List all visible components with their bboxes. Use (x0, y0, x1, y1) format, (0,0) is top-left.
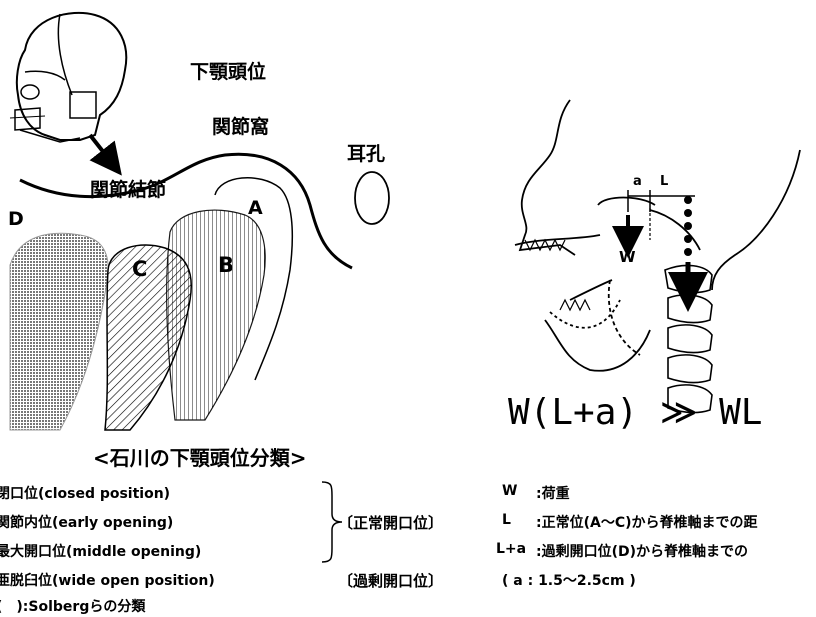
pointer-arrow (90, 135, 112, 163)
label-glenoid-fossa: 関節窩 (212, 115, 269, 138)
label-L: L (660, 174, 668, 189)
label-D: D (8, 208, 24, 230)
legend-text-W: :荷重 (536, 483, 570, 503)
skull-illustration (10, 13, 126, 142)
label-ear-hole: 耳孔 (347, 143, 385, 165)
label-W-small: W (619, 248, 636, 266)
label-C: C (132, 257, 147, 281)
group-normal: 〔正常開口位〕 (338, 512, 443, 533)
label-B: B (218, 253, 234, 277)
condyle-D-shape (10, 233, 108, 430)
position-middle-opening: 最大開口位(middle opening) (0, 541, 201, 561)
position-closed: 閉口位(closed position) (0, 483, 170, 503)
legend-text-L: :正常位(A～C)から脊椎軸までの距 (536, 512, 758, 532)
label-articular-eminence: 関節結節 (90, 178, 166, 201)
label-condyle-position: 下顎頭位 (190, 60, 266, 83)
classification-title: <石川の下顎頭位分類> (93, 442, 307, 471)
solberg-note: ( ):Solbergらの分類 (0, 596, 145, 616)
group-excessive: 〔過剰開口位〕 (338, 570, 443, 591)
legend-a-range: ( a : 1.5～2.5cm ) (502, 570, 636, 590)
vertebral-axis-dots (684, 196, 692, 256)
condyle-B-shape (167, 210, 266, 420)
ear-hole-shape (355, 172, 389, 224)
legend-key-L: L (502, 512, 511, 528)
lateral-head-illustration (515, 100, 800, 371)
legend-text-La: :過剰開口位(D)から脊椎軸までの (536, 541, 748, 561)
position-early-opening: 関節内位(early opening) (0, 512, 173, 532)
load-formula: W(L+a) ≫ WL (508, 392, 762, 433)
label-a: a (633, 174, 642, 189)
legend-key-W: W (502, 483, 517, 499)
legend-key-La: L+a (496, 541, 526, 557)
label-A: A (248, 197, 263, 219)
position-wide-open: 亜脱臼位(wide open position) (0, 570, 215, 590)
